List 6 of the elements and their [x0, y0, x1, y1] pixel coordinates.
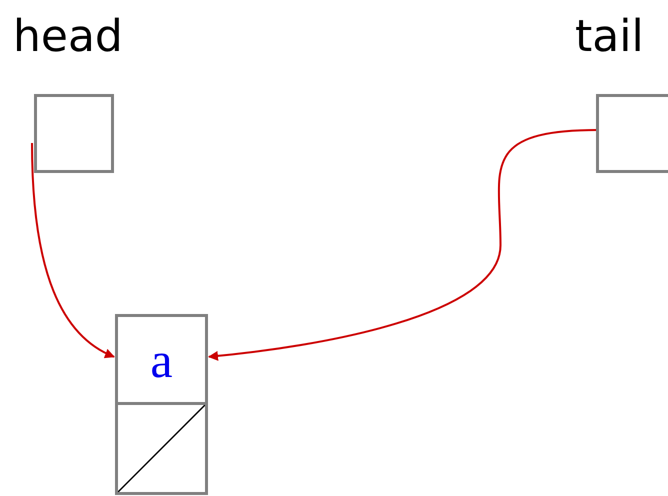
pointer-arrow [31, 142, 115, 358]
data-cell [115, 314, 208, 405]
pointer-label: head [13, 15, 123, 59]
pointer-label: tail [575, 15, 644, 59]
pointer-arrow [208, 129, 598, 361]
node-value: a [149, 330, 174, 390]
